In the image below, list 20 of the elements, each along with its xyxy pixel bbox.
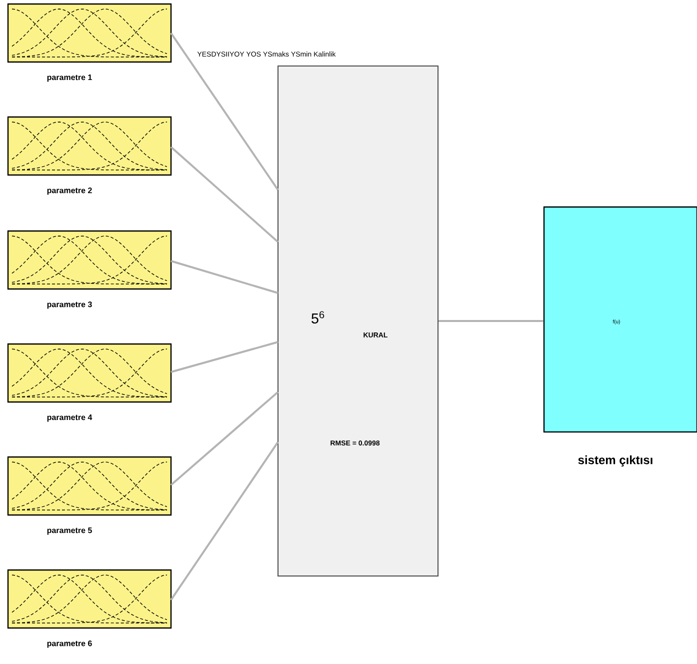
membership-function-box: parametre 3 (7, 230, 172, 309)
connector-line (170, 32, 279, 191)
membership-function-box: parametre 4 (7, 343, 172, 422)
connector-line (438, 320, 544, 322)
connector-line (170, 441, 279, 601)
membership-function-box: parametre 2 (7, 116, 172, 195)
connector-line (170, 260, 278, 294)
node-label: parametre 4 (47, 414, 92, 422)
connector-line (170, 391, 279, 486)
node-label: parametre 5 (47, 528, 92, 535)
node-label: sistem çıktısı (578, 455, 652, 467)
membership-function-box: parametre 1 (7, 3, 172, 82)
node-label: parametre 2 (47, 188, 92, 195)
connector-line (170, 146, 279, 243)
membership-function-box: parametre 5 (7, 456, 172, 535)
node-label: parametre 3 (47, 302, 92, 309)
connector-line (170, 341, 278, 373)
node-label: parametre 1 (47, 74, 92, 82)
node-label: parametre 6 (47, 640, 92, 648)
membership-function-box: parametre 6 (7, 569, 172, 648)
